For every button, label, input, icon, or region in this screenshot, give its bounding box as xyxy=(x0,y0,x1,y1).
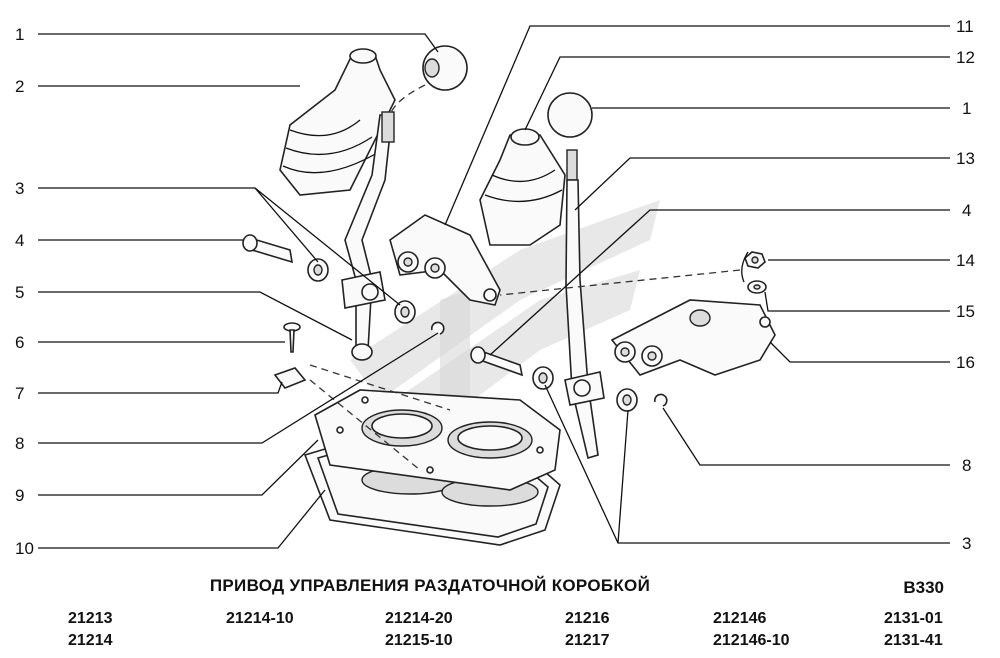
callout-left-1: 1 xyxy=(15,25,24,44)
left-clip-nut xyxy=(273,367,307,389)
callout-left-9: 9 xyxy=(15,486,24,505)
model-group-1: 21213 21214 xyxy=(68,608,113,652)
model-group-3: 21214-20 21215-10 xyxy=(385,608,453,652)
right-lever xyxy=(564,149,605,460)
callout-right-16: 16 xyxy=(956,353,975,372)
callout-right-11: 11 xyxy=(956,17,974,36)
callout-left-10: 10 xyxy=(15,539,34,558)
model-group-6: 2131-01 2131-41 xyxy=(884,608,943,652)
model-code: 21214-20 xyxy=(385,610,453,627)
left-screw xyxy=(283,322,301,353)
callout-right-8: 8 xyxy=(962,456,971,475)
callout-right-12: 12 xyxy=(956,48,975,67)
left-lever xyxy=(341,111,395,361)
left-knob xyxy=(422,45,468,91)
callout-right-3: 3 xyxy=(962,534,971,553)
right-leaders xyxy=(444,25,950,544)
model-code: 21216 xyxy=(565,610,610,627)
model-code: 212146-10 xyxy=(713,632,790,649)
nut-guide-bracket xyxy=(741,251,749,283)
nut xyxy=(744,251,766,269)
callout-left-4: 4 xyxy=(15,231,24,250)
callout-left-5: 5 xyxy=(15,283,24,302)
model-code: 2131-01 xyxy=(884,610,943,627)
model-code: 2131-41 xyxy=(884,632,943,649)
left-bushings xyxy=(307,258,416,324)
callout-right-4: 4 xyxy=(962,201,971,220)
right-boot xyxy=(479,128,566,246)
callouts-right: 11 12 1 13 4 14 15 16 8 3 xyxy=(956,17,975,553)
right-bracket xyxy=(610,299,776,376)
left-leaders xyxy=(38,33,439,549)
model-group-4: 21216 21217 xyxy=(565,608,610,652)
callout-right-1: 1 xyxy=(962,99,971,118)
left-knob-guide-line xyxy=(389,84,426,116)
left-boot xyxy=(279,48,396,196)
model-code: 212146 xyxy=(713,610,767,627)
callout-left-8: 8 xyxy=(15,434,24,453)
left-retaining-ring xyxy=(431,321,445,335)
left-guide-line-a xyxy=(309,364,451,411)
model-code: 21214-10 xyxy=(226,610,294,627)
callout-left-2: 2 xyxy=(15,77,24,96)
right-knob xyxy=(547,92,593,138)
upper-gasket-plate xyxy=(314,389,561,491)
left-pin xyxy=(242,234,294,264)
callout-right-13: 13 xyxy=(956,149,975,168)
callout-right-15: 15 xyxy=(956,302,975,321)
callout-left-3: 3 xyxy=(15,179,24,198)
bracket-guide-line xyxy=(499,269,741,296)
callout-right-14: 14 xyxy=(956,251,975,270)
model-code: 21215-10 xyxy=(385,632,453,649)
drawing-code: В330 xyxy=(903,578,944,597)
callouts-left: 1 2 3 4 5 6 7 8 9 10 xyxy=(15,25,34,558)
model-group-2: 21214-10 xyxy=(226,608,294,630)
right-pin xyxy=(470,346,524,377)
model-code: 21213 xyxy=(68,610,113,627)
diagram-title: ПРИВОД УПРАВЛЕНИЯ РАЗДАТОЧНОЙ КОРОБКОЙ xyxy=(209,576,651,595)
washer xyxy=(747,280,767,294)
model-code: 21214 xyxy=(68,632,113,649)
model-code: 21217 xyxy=(565,632,610,649)
right-retaining-ring xyxy=(654,393,668,407)
center-bracket xyxy=(389,214,501,306)
right-bushings xyxy=(532,366,638,412)
callout-left-7: 7 xyxy=(15,384,24,403)
callout-left-6: 6 xyxy=(15,333,24,352)
model-group-5: 212146 212146-10 xyxy=(713,608,790,652)
